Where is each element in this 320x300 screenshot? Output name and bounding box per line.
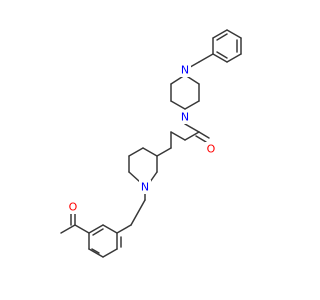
atom-o-acetyl: O — [67, 200, 79, 214]
svg-text:O: O — [207, 143, 216, 156]
atom-n-piperazine-bottom: N — [179, 110, 191, 124]
svg-text:N: N — [181, 111, 189, 124]
acetyl-group — [60, 213, 90, 234]
svg-text:N: N — [181, 64, 189, 77]
propyl-chain — [156, 131, 186, 157]
svg-text:O: O — [69, 201, 78, 214]
piperidine-ring — [128, 147, 158, 183]
atom-o-amide: O — [205, 142, 217, 156]
piperazine-ring — [170, 74, 200, 110]
amide-carbonyl — [184, 123, 210, 143]
svg-text:N: N — [141, 181, 149, 194]
atom-n-piperazine-top: N — [179, 63, 191, 77]
molecule-structure: N N O N O — [60, 29, 242, 258]
atom-n-piperidine: N — [139, 180, 151, 194]
structure-canvas: N N O N O — [60, 29, 242, 258]
acetylphenyl-ring — [88, 224, 132, 258]
benzyl-phenyl-ring — [212, 29, 242, 63]
